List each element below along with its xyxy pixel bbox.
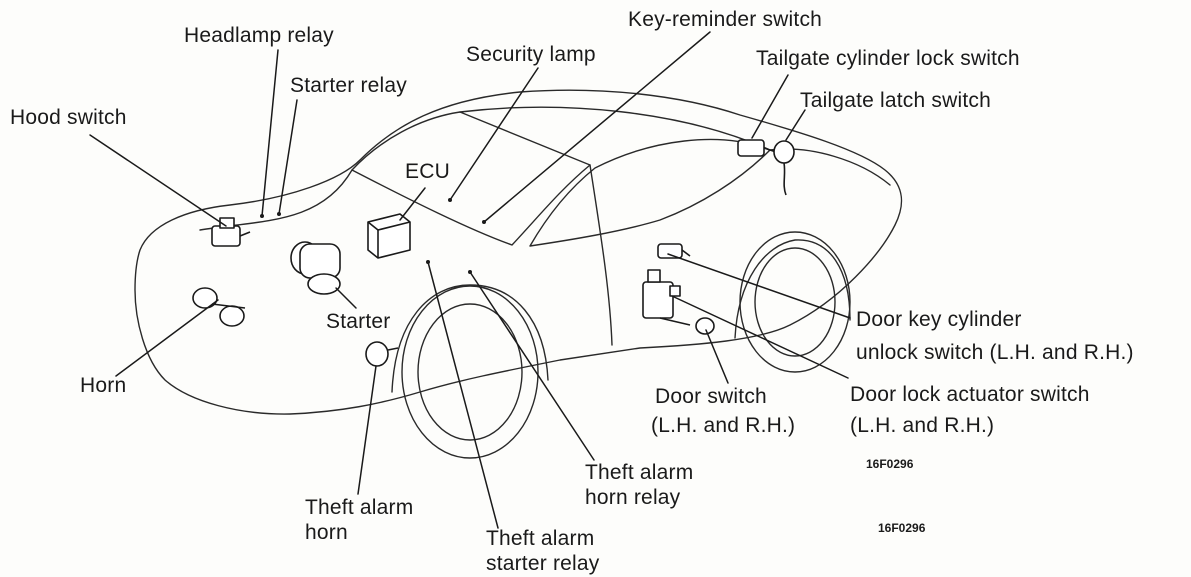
label-starter-relay: Starter relay	[290, 72, 407, 99]
label-key-reminder-switch: Key-reminder switch	[628, 6, 822, 33]
label-horn: Horn	[80, 372, 126, 399]
label-ecu: ECU	[405, 158, 450, 185]
label-tailgate-cylinder-lock-switch: Tailgate cylinder lock switch	[756, 45, 1020, 72]
label-theft-starter-relay-line1: Theft alarm	[486, 525, 594, 552]
label-theft-horn-relay-line1: Theft alarm	[585, 459, 693, 486]
leader-security-lamp	[450, 68, 538, 200]
leader-starter-relay	[279, 100, 297, 214]
label-theft-horn-relay-line2: horn relay	[585, 484, 680, 511]
label-theft-starter-relay-line2: starter relay	[486, 550, 599, 577]
label-hood-switch: Hood switch	[10, 104, 127, 131]
tailgate-latch-part	[774, 141, 794, 195]
ecu-part	[368, 214, 410, 258]
leader-horn	[116, 300, 218, 376]
leader-hood-switch	[90, 135, 226, 226]
label-starter: Starter	[326, 308, 390, 335]
tailgate-cylinder-part	[738, 140, 776, 156]
leader-starter	[336, 288, 356, 308]
door-lock-actuator-part	[643, 270, 690, 325]
label-theft-alarm-horn-line2: horn	[305, 519, 348, 546]
front-wheel	[402, 286, 538, 458]
leader-door-switch	[706, 330, 728, 383]
leader-theft-alarm-horn	[358, 366, 376, 494]
roof-line	[460, 107, 770, 150]
figure-code-upper: 16F0296	[866, 457, 913, 471]
label-tailgate-latch-switch: Tailgate latch switch	[800, 87, 991, 114]
label-door-switch-line1: Door switch	[655, 383, 767, 410]
label-door-key-cylinder-line1: Door key cylinder	[856, 306, 1022, 333]
leader-tailgate-cylinder	[752, 75, 788, 138]
label-door-lock-actuator-line2: (L.H. and R.H.)	[850, 412, 994, 439]
leader-tailgate-latch	[786, 110, 805, 140]
leader-theft-horn-relay	[470, 272, 594, 460]
hood-switch-part	[212, 218, 250, 246]
label-headlamp-relay: Headlamp relay	[184, 22, 334, 49]
theft-alarm-horn-part	[366, 342, 398, 366]
starter-part	[291, 242, 340, 294]
door-line	[590, 165, 612, 345]
rear-wheel	[740, 232, 850, 372]
label-theft-alarm-horn-line1: Theft alarm	[305, 494, 413, 521]
front-wheel-arch	[392, 285, 548, 392]
door-switch-part	[696, 318, 714, 334]
leader-headlamp-relay	[262, 50, 278, 216]
label-security-lamp: Security lamp	[466, 41, 596, 68]
leader-theft-starter-relay	[428, 262, 498, 528]
horn-part	[193, 288, 245, 326]
label-door-lock-actuator-line1: Door lock actuator switch	[850, 381, 1090, 408]
figure-code-lower: 16F0296	[878, 521, 925, 535]
label-door-key-cylinder-line2: unlock switch (L.H. and R.H.)	[856, 339, 1134, 366]
leader-ecu	[400, 188, 425, 220]
label-door-switch-line2: (L.H. and R.H.)	[651, 412, 795, 439]
